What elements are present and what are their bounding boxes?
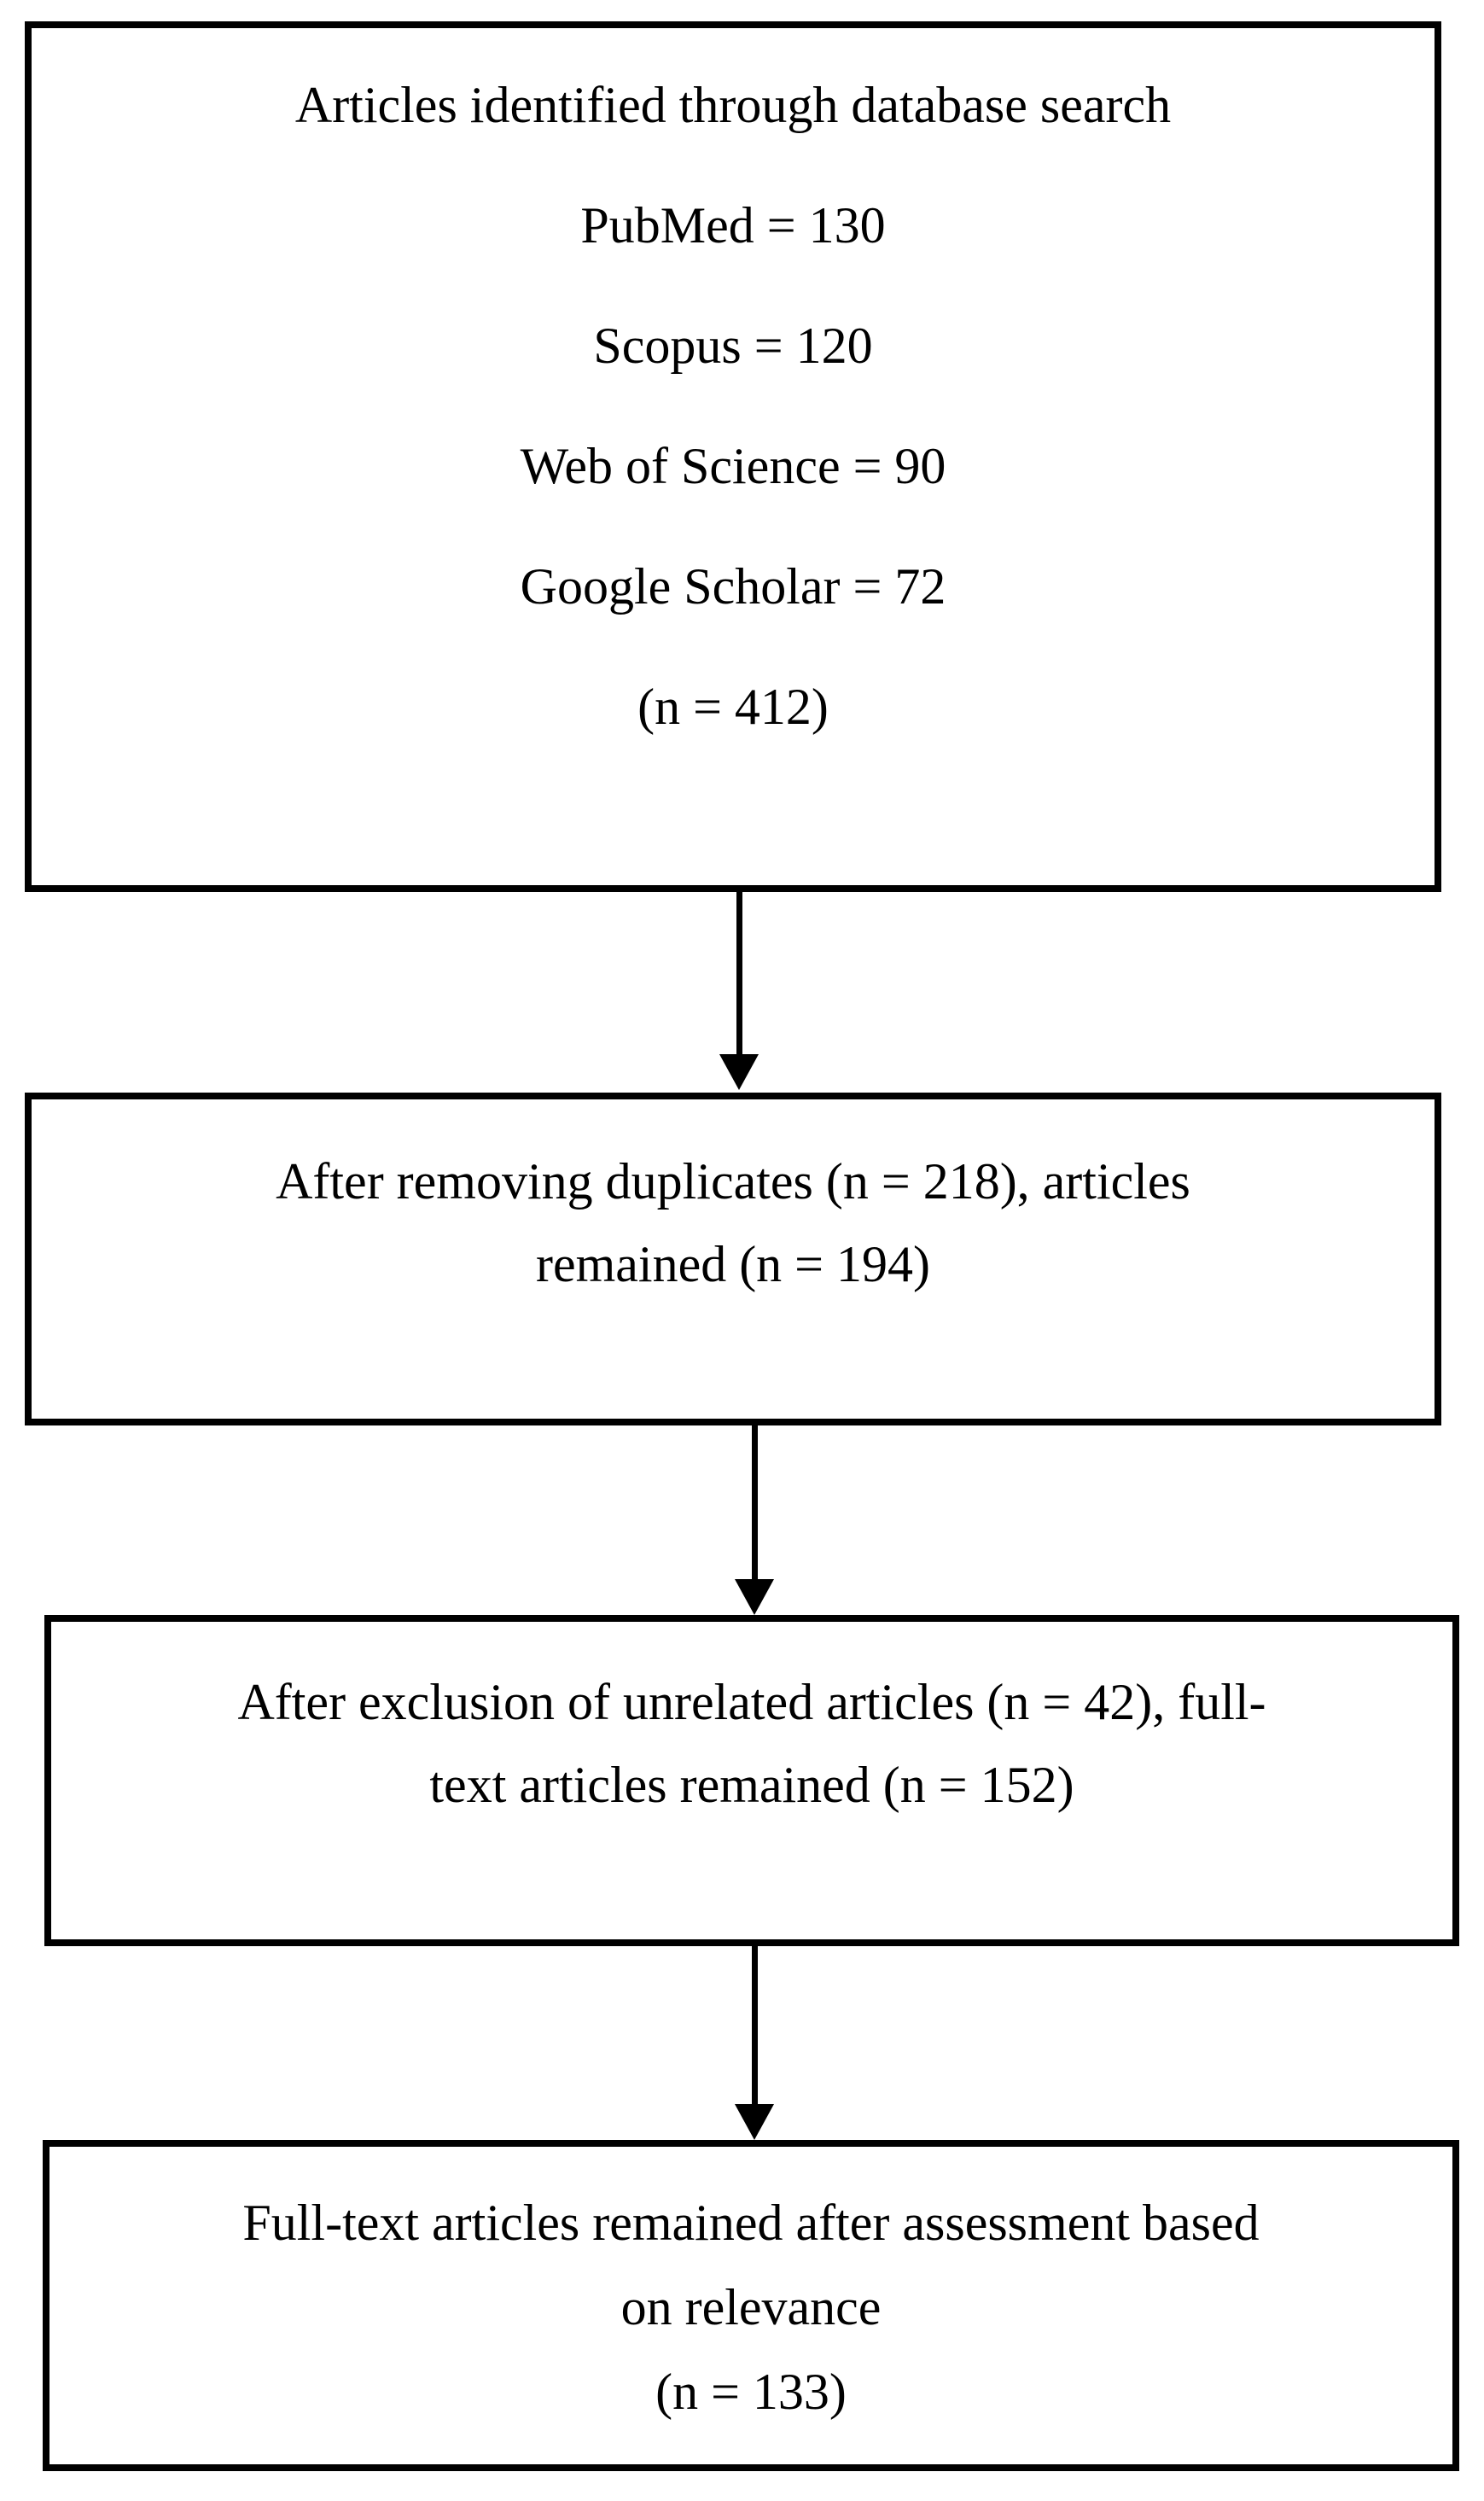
box-identification-pubmed: PubMed = 130 bbox=[580, 197, 886, 254]
box-exclusion-line-2: text articles remained (n = 152) bbox=[429, 1757, 1074, 1813]
arrow-shaft bbox=[751, 1946, 758, 2104]
box-identification-title: Articles identified through database sea… bbox=[294, 77, 1172, 133]
box-relevance-total: (n = 133) bbox=[655, 2364, 847, 2420]
arrow-shaft bbox=[751, 1425, 758, 1579]
box-relevance-line-1: Full-text articles remained after assess… bbox=[242, 2195, 1260, 2251]
arrow-down-icon bbox=[735, 1579, 774, 1615]
box-identification-scopus: Scopus = 120 bbox=[593, 318, 873, 374]
box-duplicates-line-1: After removing duplicates (n = 218), art… bbox=[276, 1153, 1190, 1210]
box-unrelated-excluded: After exclusion of unrelated articles (n… bbox=[44, 1615, 1459, 1946]
arrow-down-icon bbox=[719, 1054, 759, 1090]
box-duplicates-line-2: remained (n = 194) bbox=[535, 1236, 930, 1292]
box-identification: Articles identified through database sea… bbox=[25, 21, 1441, 892]
box-relevance-line-2: on relevance bbox=[620, 2279, 882, 2335]
box-identification-google-scholar: Google Scholar = 72 bbox=[520, 558, 946, 615]
arrow-down-icon bbox=[735, 2104, 774, 2140]
arrow-shaft bbox=[736, 892, 742, 1054]
box-exclusion-line-1: After exclusion of unrelated articles (n… bbox=[237, 1674, 1266, 1730]
box-duplicates-removed: After removing duplicates (n = 218), art… bbox=[25, 1093, 1441, 1425]
box-relevance-assessment: Full-text articles remained after assess… bbox=[43, 2140, 1459, 2471]
box-identification-web-of-science: Web of Science = 90 bbox=[520, 438, 946, 494]
box-identification-total: (n = 412) bbox=[637, 679, 829, 735]
flow-arrow-3 bbox=[735, 1946, 774, 2140]
flow-arrow-1 bbox=[719, 892, 759, 1090]
flow-arrow-2 bbox=[735, 1425, 774, 1615]
